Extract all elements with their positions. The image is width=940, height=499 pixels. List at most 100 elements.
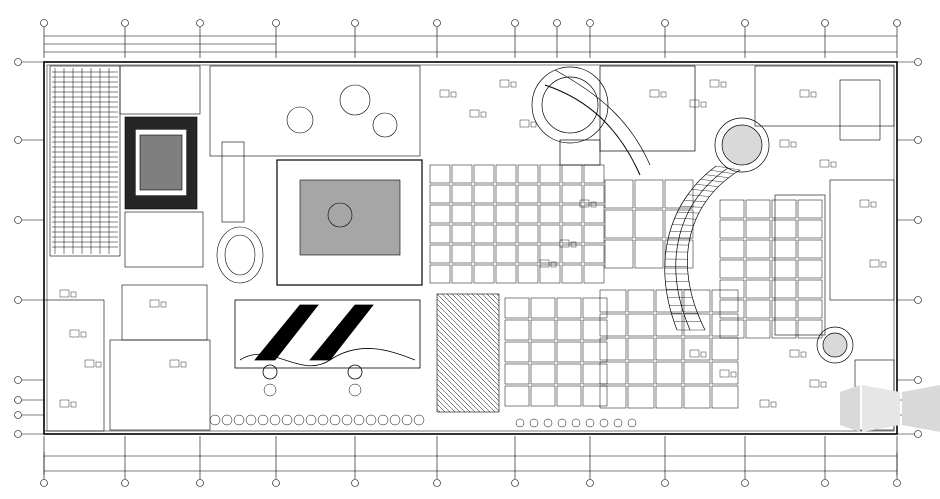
furniture-item [480,111,487,118]
room-cell [683,313,711,337]
room-cell [745,199,771,219]
ramp-step [672,224,694,226]
grid-bubble [272,479,280,487]
grid-bubble [351,479,359,487]
tree [263,383,277,397]
furniture-item [570,241,577,248]
room-cell [517,264,539,284]
furniture-item [800,351,807,358]
grid-bubble [433,19,441,27]
tree [585,418,595,428]
furniture-item [759,399,770,408]
plaza-hatch [436,303,500,367]
grid-bubble [14,430,22,438]
plaza-hatch [436,323,500,387]
furniture-item [579,199,590,208]
grid-bubble [586,479,594,487]
drawing-title [430,437,490,443]
room-cell [517,224,539,244]
plaza-hatch [436,408,441,413]
plaza-hatch [486,293,500,307]
room-cell [582,297,608,319]
furniture-item [779,139,790,148]
room-cell [771,299,797,319]
tree [613,418,623,428]
furniture-item [59,399,70,408]
room-cell [429,224,451,244]
room-cell [561,264,583,284]
furniture-item [689,349,700,358]
room-cell [711,289,739,313]
grid-bubble [40,479,48,487]
furniture-item [180,361,187,368]
plaza-hatch [436,363,486,413]
room-cell [627,289,655,313]
room-cell [683,337,711,361]
room-cell [451,244,473,264]
furniture-item [789,349,800,358]
furniture-item [869,259,880,268]
room-cell [627,361,655,385]
room-cell [634,239,664,269]
room-cell [539,184,561,204]
furniture-item [880,261,887,268]
grid-bubble [14,216,22,224]
room-cell [719,219,745,239]
tree [557,418,567,428]
room-cell [530,319,556,341]
room-cell [539,164,561,184]
grid-bubble [272,19,280,27]
tree [413,414,425,426]
ramp-step [687,194,710,197]
central-room-grid [429,164,823,409]
ramp-step [691,189,714,192]
plaza-hatch [436,388,461,413]
grid-bubble [741,19,749,27]
room-cell [719,239,745,259]
grid-bubble [351,19,359,27]
ramp-step [670,230,692,232]
tree [221,414,233,426]
room-cell [797,259,823,279]
tree [233,414,245,426]
room-cell [561,244,583,264]
furniture-item [799,89,810,98]
room-cell [429,264,451,284]
room-cell [771,199,797,219]
room-cell [473,184,495,204]
room-cell [473,164,495,184]
ramp-step [677,211,699,214]
top-dimension-chain [44,35,897,53]
room-cell [582,363,608,385]
grid-bubble [14,58,22,66]
room-cell [634,179,664,209]
room-cell [604,239,634,269]
tree [401,414,413,426]
room-cell [655,361,683,385]
room-cell [745,239,771,259]
room-cell [530,297,556,319]
grid-bubble [14,396,22,404]
tree [305,414,317,426]
plaza-hatch [436,308,500,372]
room-cell [655,337,683,361]
room-cell [719,279,745,299]
grid-bubble [121,479,129,487]
watermark-mark [840,385,940,432]
room-cell [797,219,823,239]
ramp-step [680,205,703,208]
room-cell [604,209,634,239]
ramp-step [674,218,697,220]
plaza-hatch [436,378,471,413]
room-cell [719,199,745,219]
furniture-item [499,79,510,88]
tree [365,414,377,426]
room-cell [429,184,451,204]
grid-bubble [14,136,22,144]
tree [627,418,637,428]
furniture-item [80,331,87,338]
tree [389,414,401,426]
grid-bubble [40,19,48,27]
plaza-hatch [436,358,491,413]
plaza-hatch [456,293,500,337]
